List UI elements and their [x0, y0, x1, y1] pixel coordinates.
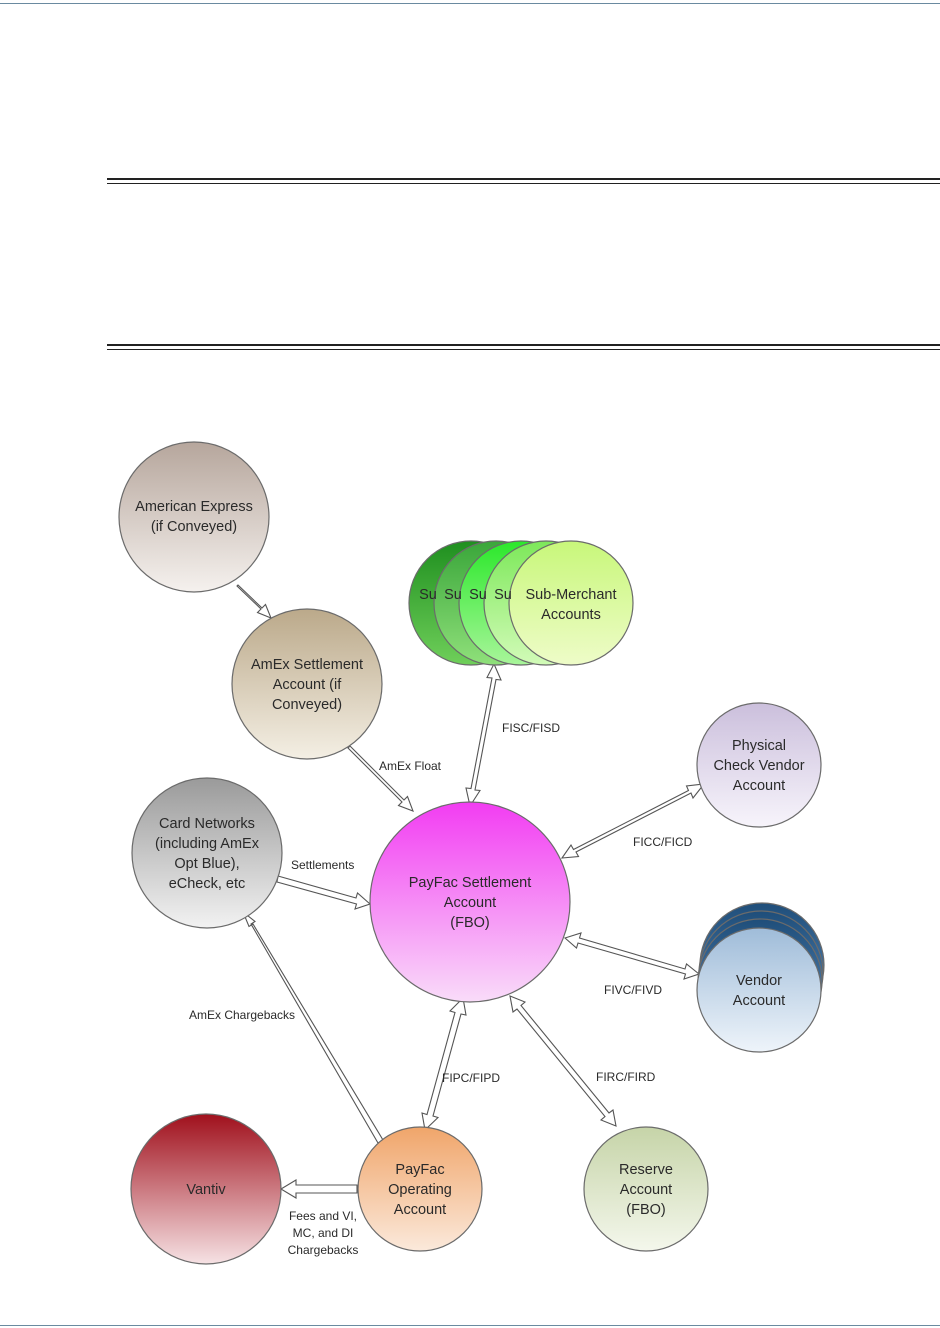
node-sub-merchant-stack-label-1: Su	[419, 587, 437, 603]
edge-label-fipc-fipd: FIPC/FIPD	[442, 1071, 500, 1085]
node-amex-settlement-label-2: Account (if	[273, 677, 342, 693]
edge-label-fivc-fivd: FIVC/FIVD	[604, 983, 662, 997]
node-sub-merchant-label-1: Sub-Merchant	[525, 587, 616, 603]
page-bottom-rule	[0, 1325, 940, 1326]
edge-label-fees-2: MC, and DI	[293, 1226, 354, 1240]
node-vendor-label-1: Vendor	[736, 973, 782, 989]
node-physical-label-3: Account	[733, 778, 785, 794]
node-amex-settlement-label-1: AmEx Settlement	[251, 657, 363, 673]
node-reserve-account	[583, 1126, 709, 1252]
arrow-amex-to-settlement	[236, 584, 273, 620]
node-reserve-label-3: (FBO)	[626, 1202, 665, 1218]
node-vendor-stack	[696, 902, 825, 1053]
edge-label-fisc-fisd: FISC/FISD	[502, 721, 560, 735]
arrow-fees	[279, 1179, 358, 1199]
node-operating-label-3: Account	[394, 1202, 446, 1218]
node-sub-merchant-stack-label-3: Su	[469, 587, 487, 603]
node-payfac-settlement-label-3: (FBO)	[450, 915, 489, 931]
edge-label-amex-float: AmEx Float	[379, 759, 442, 773]
edge-label-ficc-ficd: FICC/FICD	[633, 835, 693, 849]
node-amex-label-1: American Express	[135, 499, 253, 515]
node-payfac-settlement-label-2: Account	[444, 895, 496, 911]
edge-label-fees-1: Fees and VI,	[289, 1209, 357, 1223]
node-vantiv-label: Vantiv	[186, 1182, 226, 1198]
arrow-fipc-fipd	[421, 996, 467, 1132]
section-divider-top	[107, 178, 940, 184]
arrow-amexfloat	[347, 745, 414, 812]
node-card-networks	[131, 777, 283, 929]
node-card-networks-label-1: Card Networks	[159, 816, 255, 832]
node-physical-check-vendor	[696, 702, 822, 828]
page-top-rule	[0, 3, 940, 4]
arrow-fivc-fivd	[563, 932, 701, 980]
node-operating-label-1: PayFac	[395, 1162, 444, 1178]
section-divider-bottom	[107, 344, 940, 350]
arrow-ficc-ficd	[560, 783, 706, 859]
edge-label-amex-chargebacks: AmEx Chargebacks	[189, 1008, 295, 1022]
arrow-fisc-fisd	[465, 662, 502, 808]
node-card-networks-label-3: Opt Blue),	[174, 856, 239, 872]
node-card-networks-label-2: (including AmEx	[155, 836, 260, 852]
node-vendor-label-2: Account	[733, 993, 785, 1009]
node-amex-settlement	[231, 608, 383, 760]
node-sub-merchant-label-2: Accounts	[541, 607, 601, 623]
node-payfac-operating	[357, 1126, 483, 1252]
node-operating-label-2: Operating	[388, 1182, 452, 1198]
edge-label-firc-fird: FIRC/FIRD	[596, 1070, 656, 1084]
node-sub-merchant-stack-label-4: Su	[494, 587, 512, 603]
node-sub-merchant-stack-label-2: Su	[444, 587, 462, 603]
edge-label-fees-3: Chargebacks	[288, 1243, 359, 1257]
node-american-express	[118, 441, 270, 593]
node-vantiv	[130, 1113, 282, 1265]
node-payfac-settlement-label-1: PayFac Settlement	[409, 875, 532, 891]
node-physical-label-1: Physical	[732, 738, 786, 754]
node-amex-label-2: (if Conveyed)	[151, 519, 237, 535]
node-payfac-settlement	[369, 801, 571, 1003]
arrow-firc-fird	[509, 995, 617, 1127]
node-amex-settlement-label-3: Conveyed)	[272, 697, 342, 713]
node-sub-merchant-stack	[408, 540, 634, 666]
edge-label-settlements: Settlements	[291, 858, 354, 872]
arrow-settlements	[276, 875, 372, 910]
arrow-amex-chargebacks	[241, 910, 384, 1144]
node-reserve-label-2: Account	[620, 1182, 672, 1198]
node-physical-label-2: Check Vendor	[713, 758, 804, 774]
node-card-networks-label-4: eCheck, etc	[169, 876, 246, 892]
node-reserve-label-1: Reserve	[619, 1162, 673, 1178]
